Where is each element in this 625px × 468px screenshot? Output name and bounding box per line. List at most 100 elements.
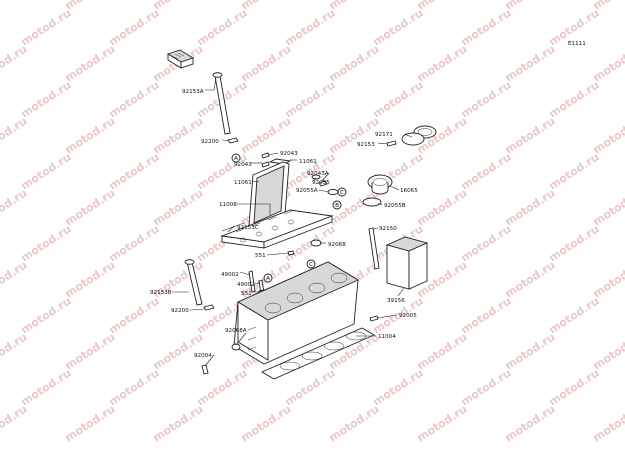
part-label-92043a: 92043A: [307, 171, 329, 177]
leader-92004: [204, 354, 215, 367]
oring-92055: [311, 174, 321, 180]
watermark-text: motod.ru: [591, 258, 625, 300]
watermark-text: motod.ru: [283, 6, 338, 48]
part-label-11061-left: 11061: [234, 180, 252, 186]
svg-text:A: A: [234, 156, 238, 162]
washer-lower: [203, 304, 215, 311]
watermark-text: motod.ru: [151, 186, 206, 228]
part-label-92200-lower: 92200: [171, 308, 189, 314]
leader-92150: [372, 227, 379, 230]
part-label-92068a: 92068A: [225, 328, 247, 334]
leader-92043a: [321, 172, 330, 182]
watermark-text: motod.ru: [63, 42, 118, 84]
watermark-text: motod.ru: [19, 222, 74, 264]
watermark-text: motod.ru: [0, 258, 30, 300]
part-label-92055b: 92055B: [384, 203, 406, 209]
leader-39156: [397, 287, 405, 297]
leader-92200-lower: [189, 308, 206, 311]
stud-92150: [368, 227, 380, 270]
watermark-text: motod.ru: [459, 150, 514, 192]
stud-49002-a: [248, 270, 256, 293]
part-label-551-upper: 551: [255, 253, 266, 259]
watermark-text: motod.ru: [63, 402, 118, 444]
reference-code: E1111: [568, 41, 586, 47]
watermark-text: motod.ru: [459, 222, 514, 264]
watermark-text: motod.ru: [63, 330, 118, 372]
bolt-92043-b: [261, 161, 270, 168]
part-label-92153c: 92153C: [237, 225, 259, 231]
watermark-text: motod.ru: [63, 258, 118, 300]
watermark-text: motod.ru: [239, 42, 294, 84]
part-label-11061-right: 11061: [299, 159, 317, 165]
part-label-11008: 11008: [219, 202, 237, 208]
watermark-text: motod.ru: [459, 6, 514, 48]
watermark-text: motod.ru: [151, 330, 206, 372]
marker-a-upper: A: [231, 153, 241, 163]
oring-92055b: [362, 197, 382, 207]
watermark-text: motod.ru: [19, 78, 74, 120]
cover-box-39156: [385, 236, 429, 290]
watermark-text: motod.ru: [459, 366, 514, 408]
watermark-text: motod.ru: [0, 114, 30, 156]
svg-text:B: B: [335, 203, 339, 209]
watermark-text: motod.ru: [415, 402, 470, 444]
watermark-text: motod.ru: [371, 366, 426, 408]
watermark-text: motod.ru: [19, 366, 74, 408]
watermark-text: motod.ru: [503, 114, 558, 156]
part-label-92043-right: 92043: [280, 151, 298, 157]
part-label-49002-a: 49002: [221, 272, 239, 278]
watermark-text: motod.ru: [63, 0, 118, 13]
watermark-text: motod.ru: [371, 78, 426, 120]
part-label-16065: 16065: [400, 188, 418, 194]
part-label-39156: 39156: [387, 298, 405, 304]
leader-92200-upper: [221, 139, 230, 142]
part-label-92153a: 92153A: [182, 89, 204, 95]
cap-92171: [401, 125, 437, 146]
watermark-text: motod.ru: [283, 366, 338, 408]
watermark-text: motod.ru: [415, 0, 470, 13]
watermark-text: motod.ru: [371, 6, 426, 48]
marker-c-upper: C: [337, 187, 347, 197]
watermark-text: motod.ru: [19, 294, 74, 336]
leader-49002-b: [254, 282, 261, 285]
watermark-text: motod.ru: [503, 402, 558, 444]
watermark-text: motod.ru: [327, 0, 382, 13]
watermark-text: motod.ru: [0, 0, 30, 13]
watermark-text: motod.ru: [459, 78, 514, 120]
watermark-text: motod.ru: [107, 222, 162, 264]
part-label-92171: 92171: [375, 132, 393, 138]
long-bolt-upper: [166, 49, 231, 135]
watermark-text: motod.ru: [459, 294, 514, 336]
watermark-text: motod.ru: [107, 294, 162, 336]
watermark-text: motod.ru: [415, 186, 470, 228]
oring-92055a: [327, 189, 339, 195]
leader-11008: [237, 203, 271, 215]
watermark-text: motod.ru: [19, 150, 74, 192]
watermark-text: motod.ru: [107, 78, 162, 120]
watermark-text: motod.ru: [591, 186, 625, 228]
part-label-92200-upper: 92200: [201, 139, 219, 145]
sensor-16065: [367, 174, 393, 195]
part-label-92055a: 92055A: [296, 188, 318, 194]
watermark-text: motod.ru: [327, 114, 382, 156]
bolt-92043a: [318, 180, 328, 187]
part-label-92150: 92150: [379, 226, 397, 232]
bolt-92043-a: [261, 152, 270, 159]
watermark-text: motod.ru: [503, 42, 558, 84]
part-label-92153b: 92153B: [150, 290, 172, 296]
part-label-92153: 92153: [357, 142, 375, 148]
watermark-text: motod.ru: [63, 114, 118, 156]
watermark-text: motod.ru: [283, 78, 338, 120]
cylinder-head: [233, 261, 359, 365]
watermark-text: motod.ru: [19, 6, 74, 48]
part-label-92004: 92004: [194, 353, 212, 359]
watermark-text: motod.ru: [151, 114, 206, 156]
watermark-text: motod.ru: [591, 42, 625, 84]
watermark-text: motod.ru: [327, 42, 382, 84]
watermark-text: motod.ru: [503, 186, 558, 228]
marker-c-lower: C: [306, 259, 316, 269]
watermark-text: motod.ru: [415, 42, 470, 84]
pin-551-a: [287, 250, 295, 256]
